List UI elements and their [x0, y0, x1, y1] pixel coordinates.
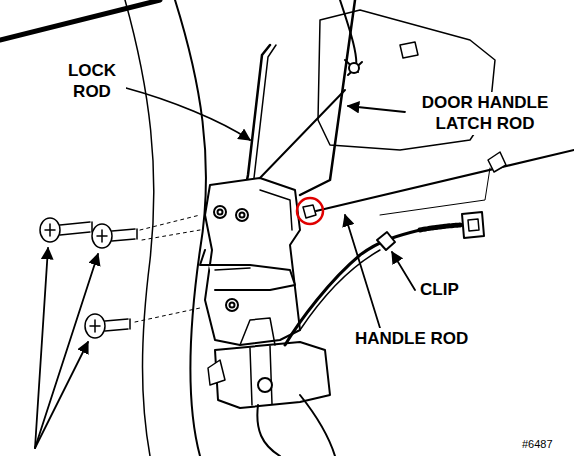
part-label: LOCK ROD	[58, 60, 126, 103]
part-label: CLIP	[418, 279, 461, 300]
part-label: HANDLE ROD	[353, 328, 470, 349]
part-label: DOOR HANDLE LATCH ROD	[408, 92, 562, 135]
highlight-circle	[297, 198, 323, 224]
figure-number: #6487	[520, 438, 555, 452]
